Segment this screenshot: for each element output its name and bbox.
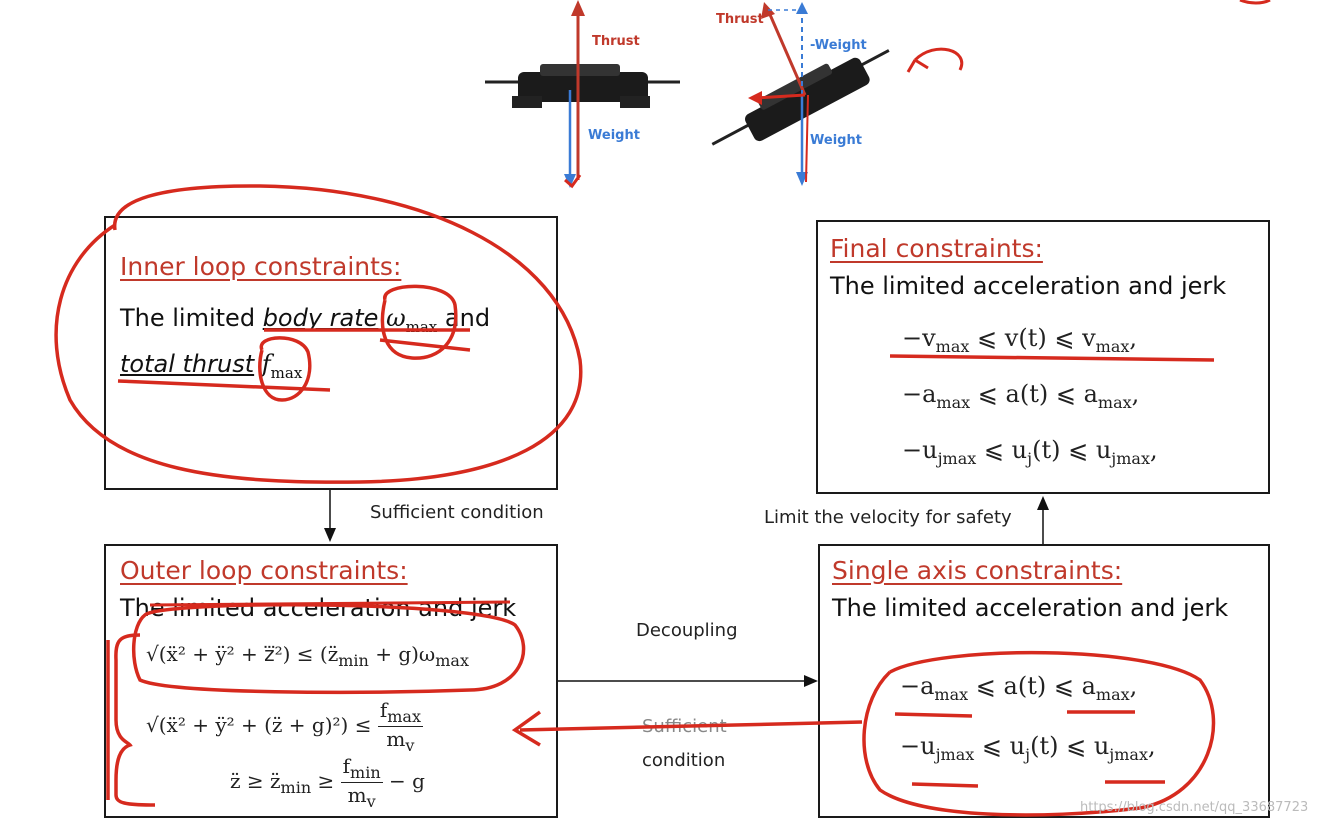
single-axis-subtitle: The limited acceleration and jerk <box>832 594 1229 622</box>
outer-loop-title: Outer loop constraints: <box>120 556 408 585</box>
edge-label-sufficient-1: Sufficient <box>642 716 727 737</box>
edge-label-sufficient-2: condition <box>642 750 726 771</box>
total-thrust-term: total thrust <box>120 350 255 378</box>
final-constraints-subtitle: The limited acceleration and jerk <box>830 272 1227 300</box>
inner-loop-line1: The limited body rate ωmax and <box>120 304 491 336</box>
final-eq-3: −ujmax ⩽ uj(t) ⩽ ujmax, <box>902 436 1158 468</box>
hover-thrust-label: Thrust <box>592 34 640 49</box>
inner-loop-title: Inner loop constraints: <box>120 252 402 281</box>
single-axis-title: Single axis constraints: <box>832 556 1123 585</box>
tilted-thrust-arrow <box>766 9 807 96</box>
outer-loop-subtitle: The limited acceleration and jerk <box>120 594 517 622</box>
edge-label-decoupling: Decoupling <box>636 620 738 641</box>
final-constraints-box: Final constraints: The limited accelerat… <box>816 220 1270 494</box>
single-eq-1: −amax ⩽ a(t) ⩽ amax, <box>900 672 1138 704</box>
final-constraints-title: Final constraints: <box>830 234 1043 263</box>
single-eq-2: −ujmax ⩽ uj(t) ⩽ ujmax, <box>900 732 1156 764</box>
hover-weight-label: Weight <box>588 128 640 143</box>
neg-weight-label: -Weight <box>810 38 867 53</box>
edge-label-limit-velocity: Limit the velocity for safety <box>764 507 1012 528</box>
tilted-weight-label: Weight <box>810 133 862 148</box>
rotation-annotation <box>906 47 964 73</box>
single-axis-box: Single axis constraints: The limited acc… <box>818 544 1270 818</box>
inner-loop-line2: total thrust fmax <box>120 350 303 382</box>
body-rate-term: body rate <box>262 304 379 332</box>
inner-loop-box: Inner loop constraints: The limited body… <box>104 216 558 490</box>
watermark: https://blog.csdn.net/qq_33687723 <box>1080 800 1309 815</box>
final-eq-1: −vmax ⩽ v(t) ⩽ vmax, <box>902 324 1138 356</box>
outer-loop-box: Outer loop constraints: The limited acce… <box>104 544 558 818</box>
hover-drone <box>485 64 680 108</box>
outer-eq-1: √(ẍ² + ÿ² + z⃛²) ≤ (z̈min + g)ωmax <box>146 642 469 670</box>
final-eq-2: −amax ⩽ a(t) ⩽ amax, <box>902 380 1140 412</box>
tilted-thrust-label: Thrust <box>716 12 764 27</box>
edge-label-sufficient-condition: Sufficient condition <box>370 502 544 523</box>
